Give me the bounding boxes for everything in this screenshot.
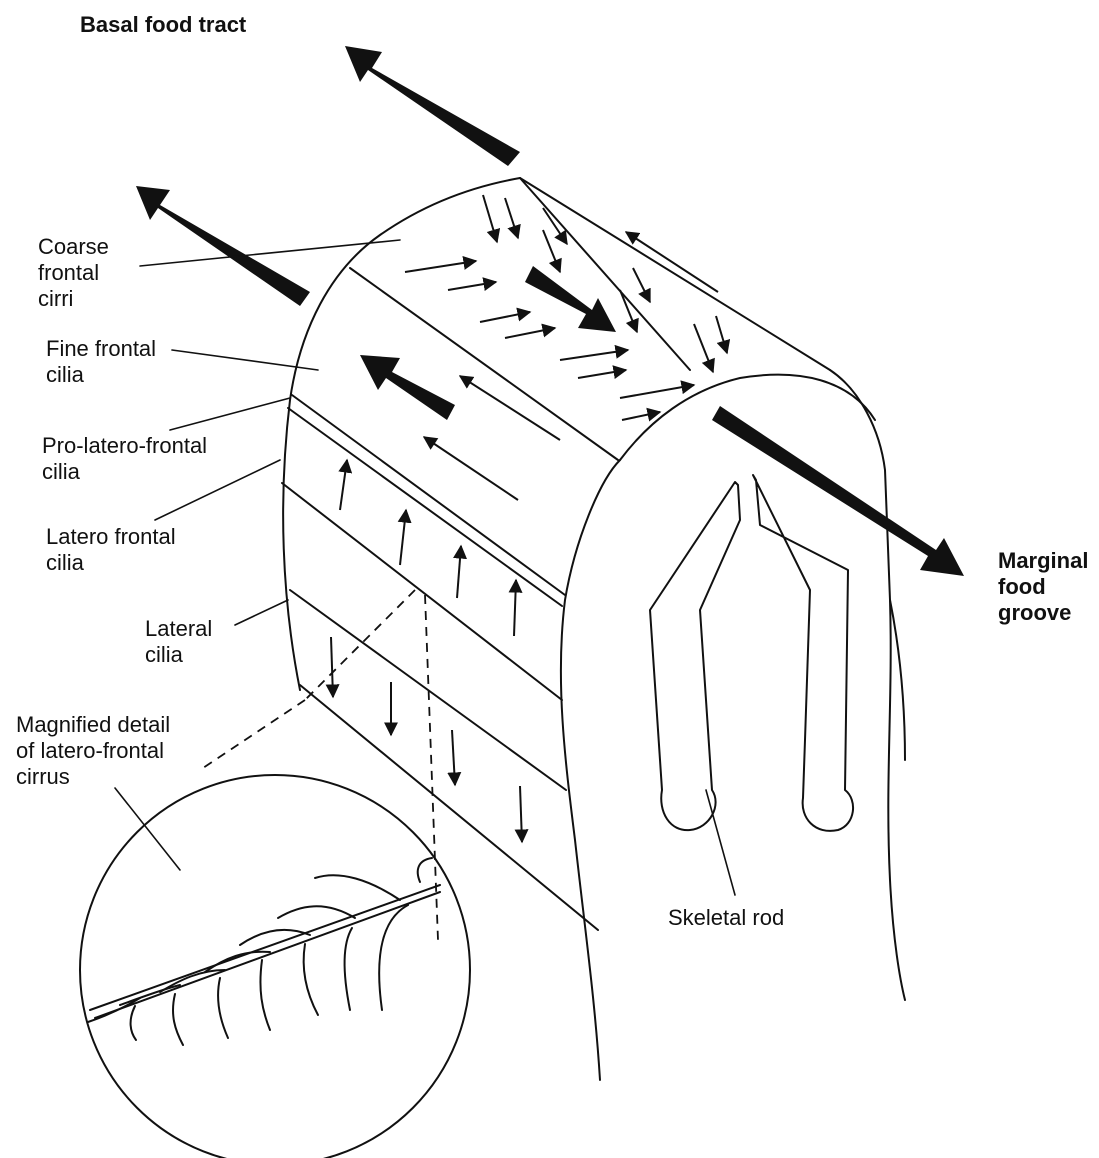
label-coarse-frontal-cirri-3: cirri bbox=[38, 286, 73, 311]
small-flow-arrows bbox=[331, 195, 727, 842]
label-marginal-1: Marginal bbox=[998, 548, 1088, 573]
label-pro-latero-frontal-1: Pro-latero-frontal bbox=[42, 433, 207, 458]
band-lines bbox=[282, 178, 690, 930]
label-coarse-frontal-cirri-1: Coarse bbox=[38, 234, 109, 259]
label-fine-frontal-cilia-1: Fine frontal bbox=[46, 336, 156, 361]
coarse-cirri-arrow bbox=[136, 186, 310, 306]
basal-tract-arrow bbox=[345, 46, 520, 166]
skeletal-rod bbox=[650, 475, 853, 831]
marginal-groove-arrow bbox=[712, 406, 964, 576]
leader-lines bbox=[115, 240, 735, 895]
label-magnified-1: Magnified detail bbox=[16, 712, 170, 737]
cirrus-drawing bbox=[88, 858, 440, 1045]
label-basal-food-tract: Basal food tract bbox=[80, 12, 247, 37]
label-marginal-2: food bbox=[998, 574, 1046, 599]
label-skeletal-rod: Skeletal rod bbox=[668, 905, 784, 930]
label-coarse-frontal-cirri-2: frontal bbox=[38, 260, 99, 285]
labels: Basal food tract Coarse frontal cirri Fi… bbox=[16, 12, 1088, 930]
label-latero-frontal-1: Latero frontal bbox=[46, 524, 176, 549]
label-magnified-2: of latero-frontal bbox=[16, 738, 164, 763]
label-lateral-cilia-1: Lateral bbox=[145, 616, 212, 641]
label-lateral-cilia-2: cilia bbox=[145, 642, 184, 667]
label-pro-latero-frontal-2: cilia bbox=[42, 459, 81, 484]
label-magnified-3: cirrus bbox=[16, 764, 70, 789]
heavy-arrows bbox=[136, 46, 964, 576]
top-flow-arrow bbox=[525, 266, 616, 332]
label-marginal-3: groove bbox=[998, 600, 1071, 625]
magnified-circle bbox=[80, 775, 470, 1158]
label-fine-frontal-cilia-2: cilia bbox=[46, 362, 85, 387]
fine-cilia-arrow bbox=[360, 355, 455, 420]
magnifier bbox=[80, 590, 470, 1158]
label-latero-frontal-2: cilia bbox=[46, 550, 85, 575]
